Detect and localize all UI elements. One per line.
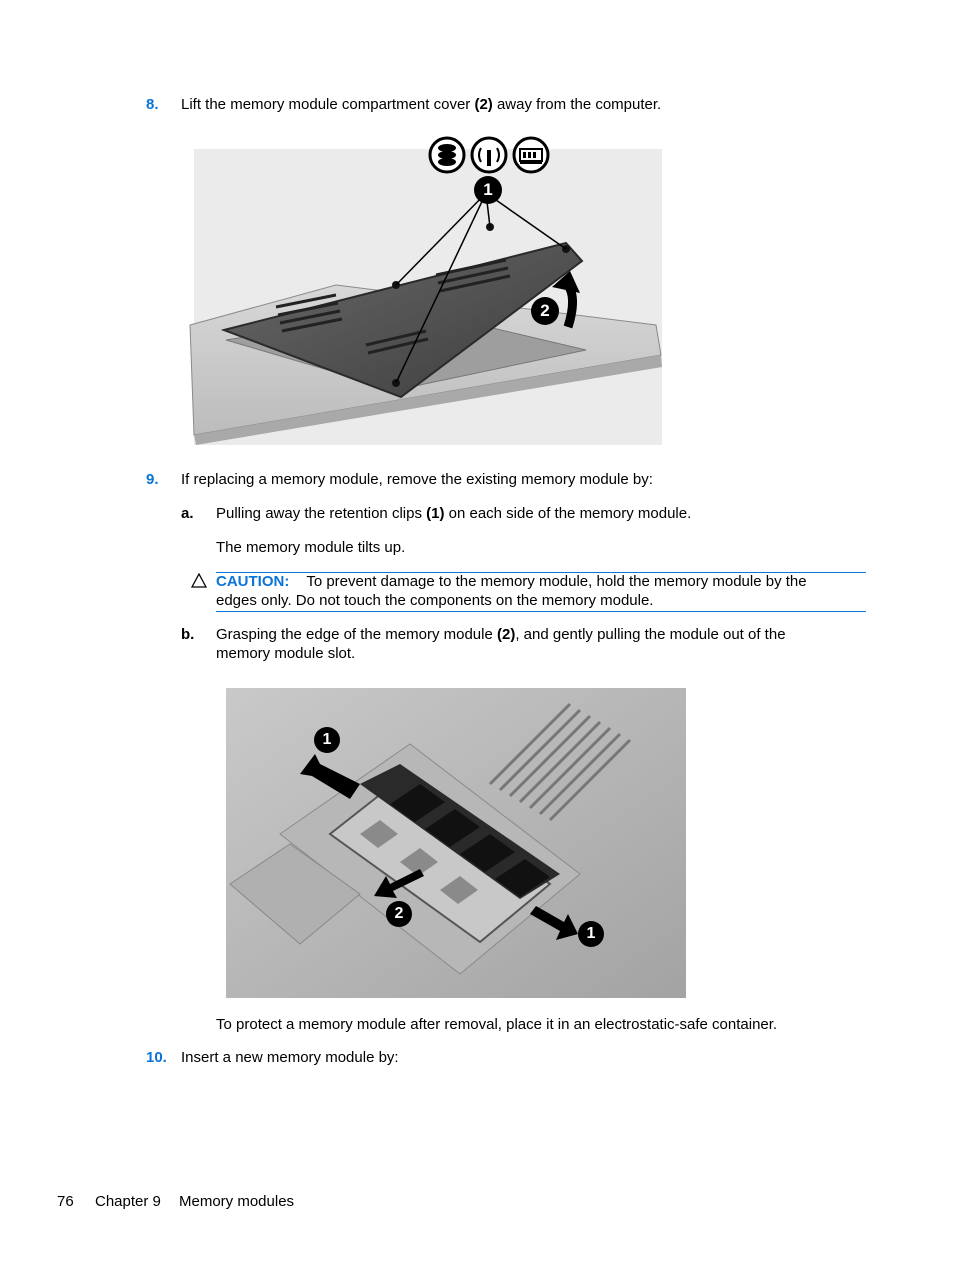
caution-text-1: To prevent damage to the memory module, … — [306, 573, 807, 590]
step-8-bold: (2) — [474, 96, 493, 113]
memory-icon — [512, 136, 550, 178]
callout-2-module: 2 — [386, 901, 412, 927]
callout-1: 1 — [474, 176, 502, 204]
figure-compartment-cover: 1 2 — [186, 135, 666, 447]
step-9-text: If replacing a memory module, remove the… — [181, 471, 653, 488]
footer-page-number: 76 — [57, 1193, 74, 1210]
step-10-text: Insert a new memory module by: — [181, 1049, 399, 1066]
caution-line-1: CAUTION: To prevent damage to the memory … — [216, 572, 807, 591]
step-8-text-part: away from the computer. — [492, 96, 662, 113]
substep-a-note: The memory module tilts up. — [216, 539, 406, 556]
caution-box — [216, 572, 866, 612]
substep-b-text-part: , and gently pulling the module out of t… — [515, 626, 786, 643]
footer-title: Memory modules — [179, 1193, 295, 1210]
step-9-number: 9. — [146, 471, 159, 488]
substep-a-text: Pulling away the retention clips (1) on … — [216, 504, 691, 523]
wireless-icon — [470, 136, 508, 178]
step-8-number: 8. — [146, 96, 159, 113]
substep-b-text-line-2: memory module slot. — [216, 645, 356, 662]
substep-a-text-part: Pulling away the retention clips — [216, 505, 427, 522]
substep-b-label: b. — [181, 626, 195, 643]
step-8-text: Lift the memory module compartment cover… — [181, 95, 661, 114]
caution-triangle-icon — [190, 572, 208, 592]
substep-b-bold: (2) — [497, 626, 516, 643]
callout-1-bottom: 1 — [578, 921, 604, 947]
substep-b-text: Grasping the edge of the memory module (… — [216, 625, 786, 644]
callout-1-top: 1 — [314, 727, 340, 753]
callout-2: 2 — [531, 297, 559, 325]
substep-a-label: a. — [181, 505, 194, 522]
substep-b-text-part: Grasping the edge of the memory module — [216, 626, 497, 643]
hard-drive-icon — [428, 136, 466, 178]
substep-a-text-part: on each side of the memory module. — [444, 505, 692, 522]
figure-compartment-cover-illustration — [189, 149, 662, 445]
caution-label: CAUTION: — [216, 573, 290, 590]
step-10-number: 10. — [146, 1049, 167, 1066]
footer-chapter: Chapter 9 — [95, 1193, 161, 1210]
after-figure-text: To protect a memory module after removal… — [216, 1016, 778, 1033]
substep-a-bold: (1) — [426, 505, 445, 522]
figure-memory-module-illustration — [226, 688, 686, 998]
step-8-text-part: Lift the memory module compartment cover — [181, 96, 475, 113]
caution-line-2: edges only. Do not touch the components … — [216, 592, 654, 609]
figure-memory-module-removal: 1 2 1 — [220, 684, 690, 1002]
